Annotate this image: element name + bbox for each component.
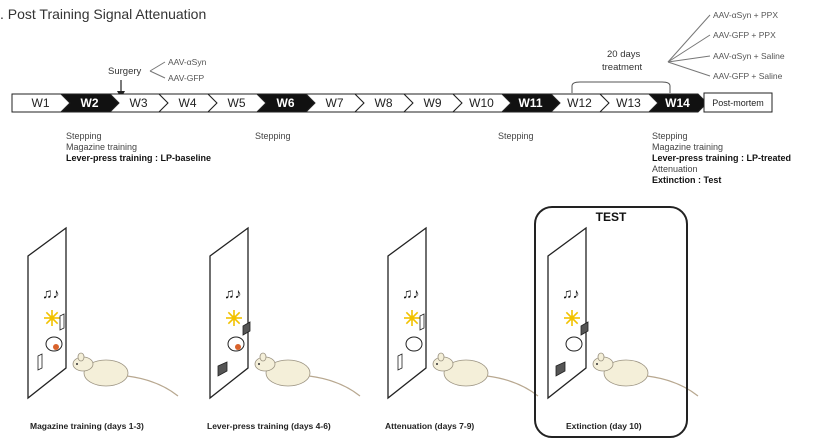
light-star-icon — [404, 310, 420, 326]
w14-attenuation: Attenuation — [652, 164, 698, 174]
post-mortem-box — [703, 92, 773, 113]
music-note-icon: ♫♪ — [562, 285, 580, 301]
rat-icon — [254, 352, 361, 397]
pellet-icon — [235, 344, 241, 350]
music-note-icon: ♫♪ — [42, 285, 60, 301]
panel-1: ♫♪ — [27, 226, 179, 400]
week-label-w6: W6 — [277, 96, 295, 110]
left-slot-icon — [37, 353, 43, 371]
w2-stepping: Stepping — [66, 131, 102, 141]
week-label-w8: W8 — [375, 96, 393, 110]
rat-icon — [432, 352, 539, 397]
surgery-branch-lines — [149, 61, 166, 79]
w2-lever-press: Lever-press training : LP-baseline — [66, 153, 212, 163]
post-mortem-label: Post-mortem — [712, 98, 764, 108]
week-chevron-w14 — [647, 93, 708, 113]
treatment-group-1: AAV-αSyn + PPX — [713, 10, 778, 20]
music-note-icon: ♫♪ — [224, 285, 242, 301]
panel-3: ♫♪ — [387, 226, 539, 400]
week-timeline: W1 W2 W3 W4 W5 W6 W7 W8 W9 W10 W11 W12 W13 W14 — [11, 93, 708, 113]
left-slot-icon — [397, 353, 403, 371]
magazine-icon — [405, 336, 423, 352]
week-label-w13: W13 — [616, 96, 641, 110]
light-star-icon — [44, 310, 60, 326]
treatment-label-line2: treatment — [602, 62, 643, 73]
left-lever-icon — [217, 361, 228, 377]
week-label-w7: W7 — [326, 96, 344, 110]
panel-caption-3: Attenuation (days 7-9) — [385, 421, 475, 431]
w14-lever-press: Lever-press training : LP-treated — [652, 153, 792, 163]
right-lever-icon — [242, 321, 251, 336]
w2-magazine-training: Magazine training — [66, 142, 138, 152]
test-title: TEST — [595, 210, 627, 224]
magazine-icon — [565, 336, 583, 352]
surgery-option-1: AAV-αSyn — [168, 57, 207, 67]
week-label-w4: W4 — [179, 96, 197, 110]
left-lever-icon — [555, 361, 566, 377]
right-slot-icon — [59, 313, 65, 331]
week-label-w5: W5 — [228, 96, 246, 110]
rat-icon — [592, 352, 699, 397]
panel-caption-4: Extinction (day 10) — [566, 421, 642, 431]
w6-stepping: Stepping — [255, 131, 291, 141]
week-label-w9: W9 — [424, 96, 442, 110]
treatment-fan-lines — [667, 14, 711, 77]
w14-extinction: Extinction : Test — [652, 175, 722, 185]
surgery-label: Surgery — [108, 66, 142, 77]
pellet-icon — [53, 344, 59, 350]
week-label-w2: W2 — [81, 96, 99, 110]
week-label-w14: W14 — [665, 96, 690, 110]
rat-icon — [72, 352, 179, 397]
treatment-group-3: AAV-αSyn + Saline — [713, 51, 785, 61]
week-label-w10: W10 — [469, 96, 494, 110]
week-label-w3: W3 — [130, 96, 148, 110]
treatment-group-2: AAV-GFP + PPX — [713, 30, 776, 40]
week-label-w11: W11 — [518, 96, 542, 110]
panel-caption-2: Lever-press training (days 4-6) — [207, 421, 331, 431]
w11-stepping: Stepping — [498, 131, 534, 141]
treatment-bracket — [571, 81, 671, 93]
treatment-label-line1: 20 days — [607, 49, 641, 60]
music-note-icon: ♫♪ — [402, 285, 420, 301]
right-slot-icon — [419, 313, 425, 331]
training-panels: ♫♪ ♫♪ ♫♪ ♫♪ — [27, 226, 699, 400]
panel-caption-1: Magazine training (days 1-3) — [30, 421, 144, 431]
light-star-icon — [226, 310, 242, 326]
surgery-option-2: AAV-GFP — [168, 73, 205, 83]
week-label-w12: W12 — [567, 96, 592, 110]
w14-stepping: Stepping — [652, 131, 688, 141]
test-box — [534, 206, 688, 438]
light-star-icon — [564, 310, 580, 326]
panel-2: ♫♪ — [209, 226, 361, 400]
figure-title: . Post Training Signal Attenuation — [0, 6, 207, 22]
treatment-group-4: AAV-GFP + Saline — [713, 71, 783, 81]
panel-4: ♫♪ — [547, 226, 699, 400]
w14-magazine-training: Magazine training — [652, 142, 724, 152]
right-lever-icon — [580, 321, 589, 336]
week-label-w1: W1 — [32, 96, 50, 110]
